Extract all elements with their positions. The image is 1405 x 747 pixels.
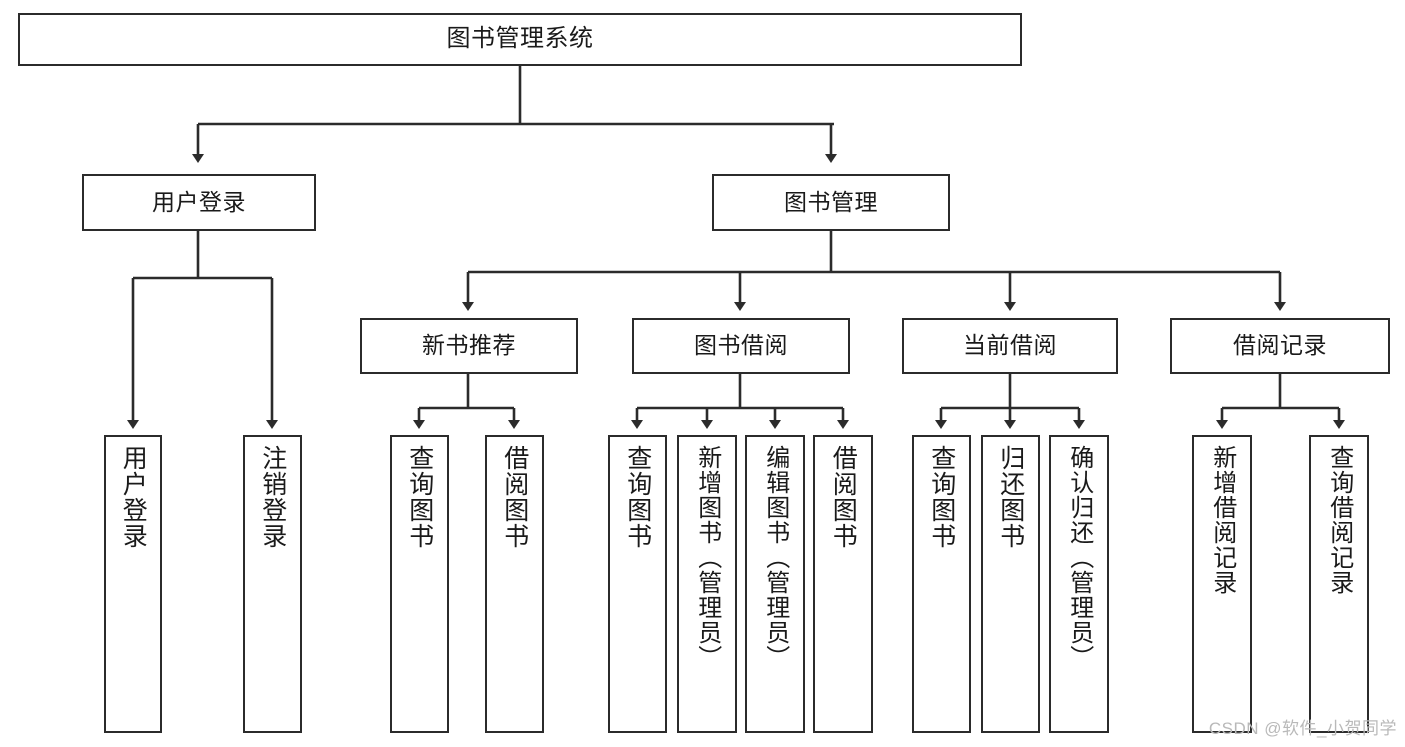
node-book-management[interactable]: 图书管理 [712, 174, 950, 231]
node-label: 查询图书 [927, 445, 956, 549]
node-label: 图书借阅 [694, 332, 788, 359]
node-label: 借阅记录 [1233, 332, 1327, 359]
node-borrow-record[interactable]: 借阅记录 [1170, 318, 1390, 374]
leaf-book-borrow-query[interactable]: 查询图书 [608, 435, 667, 733]
edges-root [192, 66, 837, 163]
node-label: 新增图书（管理员） [693, 445, 721, 670]
edges-borrow-record [1216, 374, 1345, 429]
node-label: 查询图书 [405, 445, 434, 549]
node-label: 新书推荐 [422, 332, 516, 359]
leaf-borrow-record-add[interactable]: 新增借阅记录 [1192, 435, 1252, 733]
node-label: 借阅图书 [829, 445, 858, 549]
edges-user-login [127, 231, 278, 429]
leaf-new-book-query[interactable]: 查询图书 [390, 435, 449, 733]
node-label: 确认归还（管理员） [1065, 445, 1093, 670]
leaf-book-borrow-add[interactable]: 新增图书（管理员） [677, 435, 737, 733]
leaf-current-borrow-confirm-return[interactable]: 确认归还（管理员） [1049, 435, 1109, 733]
node-book-borrow[interactable]: 图书借阅 [632, 318, 850, 374]
node-label: 注销登录 [258, 445, 287, 549]
leaf-new-book-borrow[interactable]: 借阅图书 [485, 435, 544, 733]
leaf-current-borrow-return[interactable]: 归还图书 [981, 435, 1040, 733]
node-label: 归还图书 [996, 445, 1025, 549]
leaf-user-login-login[interactable]: 用户登录 [104, 435, 162, 733]
leaf-user-login-logout[interactable]: 注销登录 [243, 435, 302, 733]
leaf-borrow-record-query[interactable]: 查询借阅记录 [1309, 435, 1369, 733]
node-new-book-recommend[interactable]: 新书推荐 [360, 318, 578, 374]
node-root-system[interactable]: 图书管理系统 [18, 13, 1022, 66]
node-label: 图书管理系统 [446, 25, 594, 53]
leaf-book-borrow-edit[interactable]: 编辑图书（管理员） [745, 435, 805, 733]
node-label: 当前借阅 [963, 332, 1057, 359]
node-label: 借阅图书 [500, 445, 529, 549]
node-user-login[interactable]: 用户登录 [82, 174, 316, 231]
node-label: 用户登录 [119, 445, 148, 549]
leaf-book-borrow-borrow[interactable]: 借阅图书 [813, 435, 873, 733]
node-label: 新增借阅记录 [1208, 445, 1236, 595]
edges-new-book [413, 374, 520, 429]
edges-book-management [462, 231, 1286, 311]
node-label: 编辑图书（管理员） [761, 445, 789, 670]
node-label: 用户登录 [152, 188, 246, 215]
leaf-current-borrow-query[interactable]: 查询图书 [912, 435, 971, 733]
node-current-borrow[interactable]: 当前借阅 [902, 318, 1118, 374]
edges-book-borrow [631, 374, 849, 429]
edges-current-borrow [935, 374, 1085, 429]
node-label: 查询图书 [623, 445, 652, 549]
node-label: 查询借阅记录 [1325, 445, 1353, 595]
node-label: 图书管理 [784, 188, 878, 215]
